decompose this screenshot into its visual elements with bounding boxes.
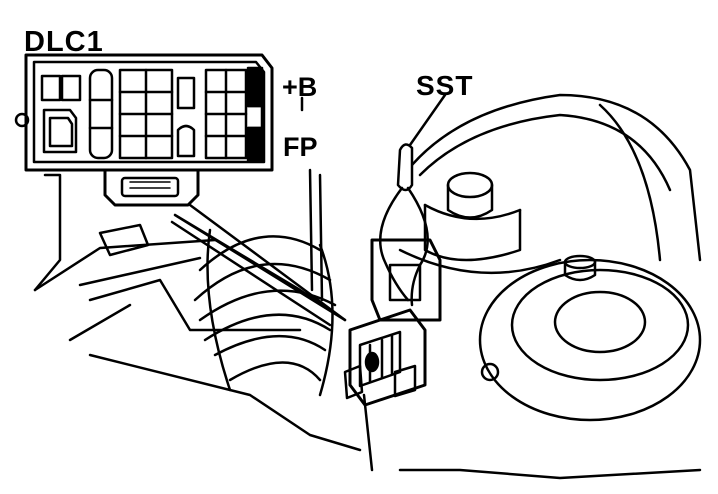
engine-connector: [343, 238, 442, 407]
dlc1-connector: [14, 53, 274, 207]
terminal-b-label: +B: [282, 72, 318, 102]
sst-jumper-wire: [378, 93, 447, 307]
engine-background-lines: [33, 93, 702, 480]
dlc1-label: DLC1: [24, 26, 104, 58]
round-component: [478, 254, 702, 422]
reservoir: [398, 171, 562, 275]
terminal-fp-label: FP: [283, 132, 318, 162]
callout-arrow: [170, 203, 347, 327]
pipe-lines: [308, 168, 374, 472]
intake-hose: [193, 228, 337, 397]
sst-label: SST: [416, 70, 474, 101]
